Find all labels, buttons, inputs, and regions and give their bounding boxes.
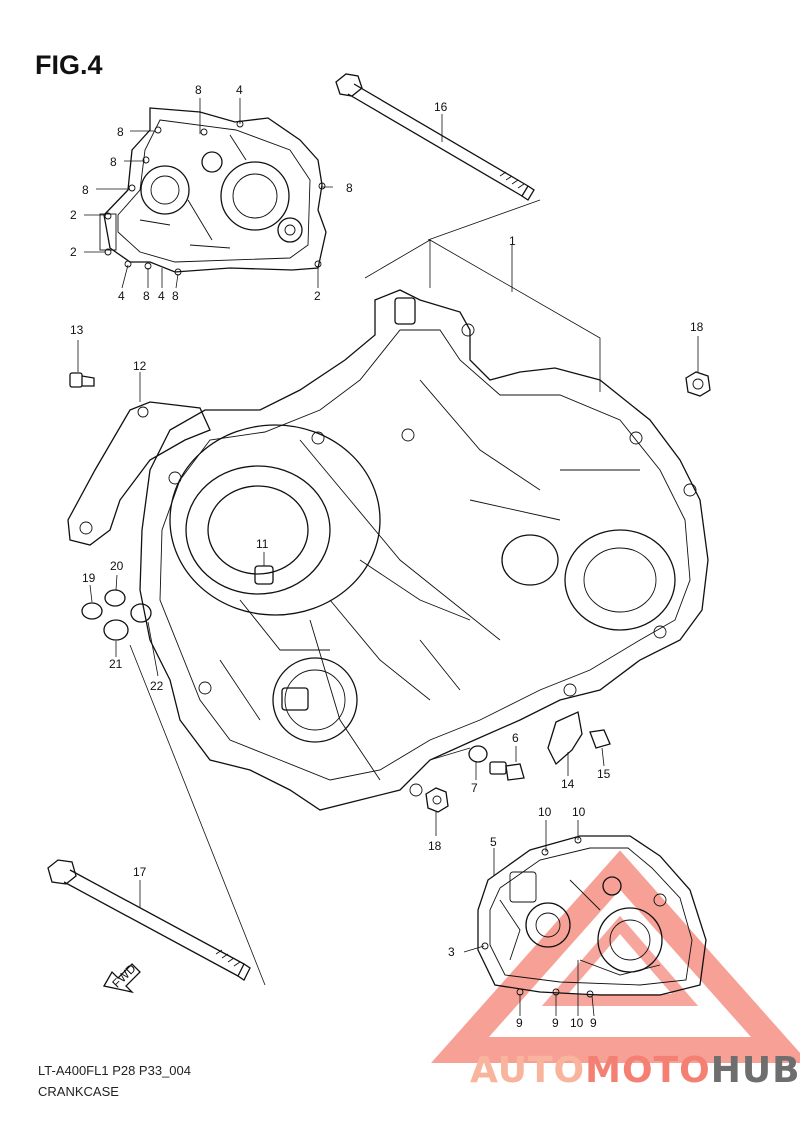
callout-19: 19 [82, 571, 96, 585]
callout-8: 8 [195, 83, 202, 97]
callout-8: 8 [172, 289, 179, 303]
watermark-brand: AUTOMOTOHUB [470, 1050, 800, 1091]
callout-8: 8 [117, 125, 124, 139]
callout-8: 8 [346, 181, 353, 195]
long-bolt-16 [335, 73, 535, 201]
fwd-arrow-icon: FWD [102, 961, 141, 994]
footer-code: LT-A400FL1 P28 P33_004 [38, 1063, 191, 1078]
callout-2: 2 [314, 289, 321, 303]
callout-9: 9 [516, 1016, 523, 1030]
bracket-12 [67, 372, 211, 546]
long-bolt-17 [47, 859, 251, 981]
callout-7: 7 [471, 781, 478, 795]
callout-2: 2 [70, 208, 77, 222]
callout-9: 9 [552, 1016, 559, 1030]
small-parts-6-7-14-15-18 [425, 711, 611, 836]
callout-4: 4 [236, 83, 243, 97]
callout-21: 21 [109, 657, 123, 671]
callout-1: 1 [509, 234, 516, 248]
callout-18: 18 [690, 320, 704, 334]
lower-crankcase-half [463, 820, 707, 1017]
callout-20: 20 [110, 559, 124, 573]
callout-11: 11 [256, 537, 269, 551]
watermark-logo: AUTOMOTOHUB [431, 850, 800, 1091]
footer-name: CRANKCASE [38, 1084, 119, 1099]
callout-4: 4 [118, 289, 125, 303]
callout-6: 6 [512, 731, 519, 745]
callout-5: 5 [490, 835, 497, 849]
callout-16: 16 [434, 100, 448, 114]
figure-title: FIG.4 [35, 50, 103, 80]
callout-8: 8 [110, 155, 117, 169]
callout-13: 13 [70, 323, 84, 337]
callout-8: 8 [143, 289, 150, 303]
callout-labels: 1 2 2 2 3 4 4 4 5 6 7 8 8 8 8 8 8 8 9 9 … [70, 83, 704, 1030]
upper-crankcase-half [84, 98, 333, 289]
callout-9: 9 [590, 1016, 597, 1030]
callout-22: 22 [150, 679, 164, 693]
callout-3: 3 [448, 945, 455, 959]
callout-18: 18 [428, 839, 442, 853]
callout-10: 10 [572, 805, 586, 819]
callout-15: 15 [597, 767, 611, 781]
small-parts-19-22 [81, 574, 266, 986]
callout-10: 10 [538, 805, 552, 819]
callout-12: 12 [133, 359, 147, 373]
callout-8: 8 [82, 183, 89, 197]
nut-18-upper [685, 336, 711, 397]
callout-2: 2 [70, 245, 77, 259]
callout-4: 4 [158, 289, 165, 303]
bolt-13 [69, 340, 95, 388]
callout-14: 14 [561, 777, 575, 791]
callout-17: 17 [133, 865, 147, 879]
callout-10: 10 [570, 1016, 584, 1030]
main-crankcase [139, 199, 709, 811]
